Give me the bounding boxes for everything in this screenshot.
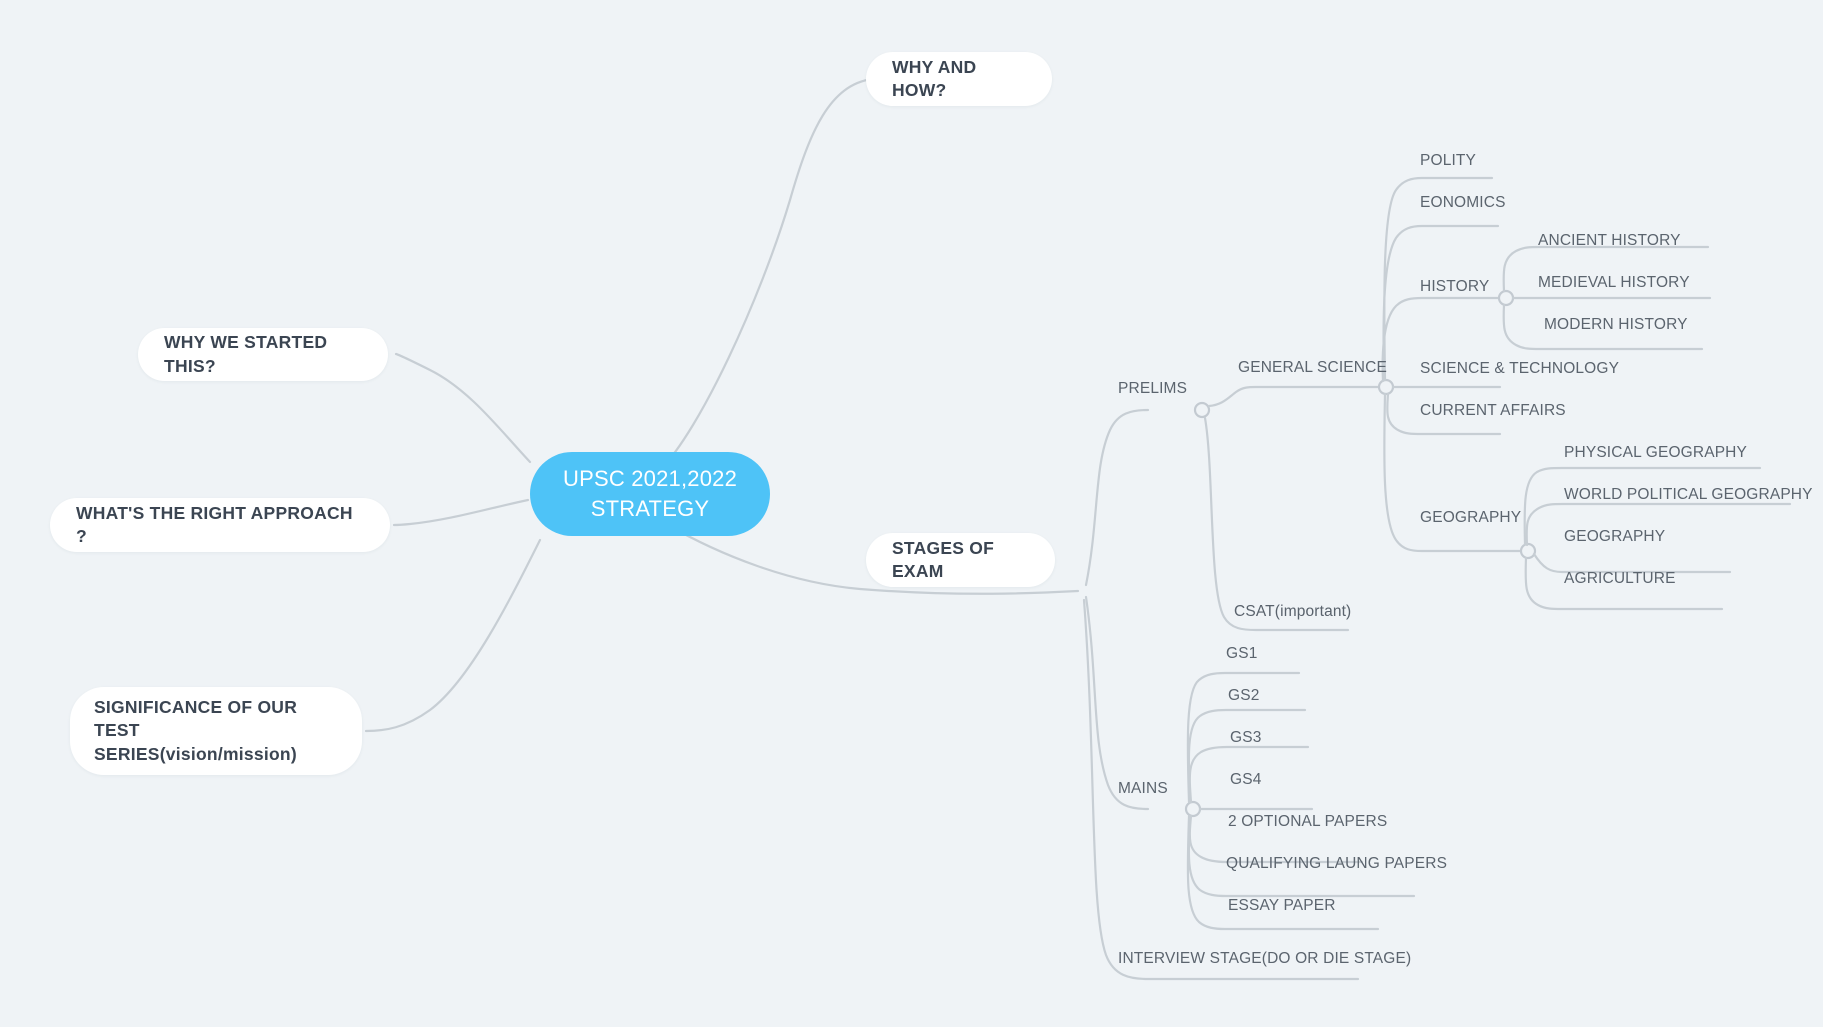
leaf-polity[interactable]: POLITY bbox=[1420, 152, 1477, 169]
wire-root-why-we-started bbox=[394, 352, 532, 464]
pill-why-we-started-this[interactable]: WHY WE STARTED THIS? bbox=[138, 328, 388, 381]
leaf-interview-stage[interactable]: INTERVIEW STAGE(DO OR DIE STAGE) bbox=[1118, 950, 1412, 967]
wire-root-why-and-how bbox=[658, 77, 874, 472]
leaf-eonomics[interactable]: EONOMICS bbox=[1420, 194, 1506, 211]
wire-stages-to-mains bbox=[1084, 595, 1150, 811]
leaf-modern-history[interactable]: MODERN HISTORY bbox=[1544, 316, 1688, 333]
wire-stages-trunk bbox=[1084, 408, 1150, 587]
joint-mains bbox=[1184, 800, 1202, 818]
leaf-gs3[interactable]: GS3 bbox=[1230, 729, 1262, 746]
pill-right-approach-label: WHAT'S THE RIGHT APPROACH ? bbox=[76, 502, 353, 546]
leaf-medieval-history[interactable]: MEDIEVAL HISTORY bbox=[1538, 274, 1690, 291]
leaf-ancient-history[interactable]: ANCIENT HISTORY bbox=[1538, 232, 1681, 249]
root-node[interactable]: UPSC 2021,2022 STRATEGY bbox=[530, 452, 770, 536]
joint-history bbox=[1497, 289, 1515, 307]
leaf-gs1[interactable]: GS1 bbox=[1226, 645, 1258, 662]
pill-why-we-started-this-label: WHY WE STARTED THIS? bbox=[164, 332, 328, 376]
branch-label-general-science[interactable]: GENERAL SCIENCE bbox=[1238, 359, 1387, 376]
leaf-current-affairs[interactable]: CURRENT AFFAIRS bbox=[1420, 402, 1566, 419]
leaf-csat[interactable]: CSAT(important) bbox=[1234, 603, 1352, 620]
pill-significance-test-series-label: SIGNIFICANCE OF OUR TEST SERIES(vision/m… bbox=[94, 697, 298, 764]
wire-prelims-general-science bbox=[1207, 385, 1386, 408]
pill-stages-of-exam[interactable]: STAGES OF EXAM bbox=[866, 533, 1055, 587]
pill-why-and-how-label: WHY AND HOW? bbox=[892, 56, 977, 100]
leaf-essay-paper[interactable]: ESSAY PAPER bbox=[1228, 897, 1336, 914]
leaf-qualifying-laung-papers[interactable]: QUALIFYING LAUNG PAPERS bbox=[1226, 855, 1448, 872]
leaf-gs2[interactable]: GS2 bbox=[1228, 687, 1260, 704]
branch-label-mains[interactable]: MAINS bbox=[1118, 780, 1168, 797]
leaf-science-technology[interactable]: SCIENCE & TECHNOLOGY bbox=[1420, 360, 1620, 377]
root-node-label: UPSC 2021,2022 STRATEGY bbox=[562, 465, 738, 521]
leaf-geography-sub[interactable]: GEOGRAPHY bbox=[1564, 528, 1666, 545]
leaf-gs4[interactable]: GS4 bbox=[1230, 771, 1262, 788]
pill-significance-test-series[interactable]: SIGNIFICANCE OF OUR TEST SERIES(vision/m… bbox=[70, 687, 362, 775]
wire-root-significance bbox=[364, 538, 542, 733]
branch-label-history[interactable]: HISTORY bbox=[1420, 278, 1490, 295]
wire-gs-eonomics bbox=[1382, 224, 1500, 382]
wire-root-right-approach bbox=[392, 498, 530, 527]
joint-general-science bbox=[1377, 378, 1395, 396]
pill-why-and-how[interactable]: WHY AND HOW? bbox=[866, 52, 1052, 106]
joint-geography bbox=[1519, 542, 1537, 560]
pill-right-approach[interactable]: WHAT'S THE RIGHT APPROACH ? bbox=[50, 498, 390, 552]
leaf-2-optional-papers[interactable]: 2 OPTIONAL PAPERS bbox=[1228, 813, 1388, 830]
joint-prelims bbox=[1193, 401, 1211, 419]
leaf-world-political-geography[interactable]: WORLD POLITICAL GEOGRAPHY bbox=[1564, 486, 1813, 503]
wire-prelims-csat bbox=[1203, 416, 1350, 632]
branch-label-geography[interactable]: GEOGRAPHY bbox=[1420, 509, 1522, 526]
leaf-physical-geography[interactable]: PHYSICAL GEOGRAPHY bbox=[1564, 444, 1748, 461]
leaf-agriculture[interactable]: AGRICULTURE bbox=[1564, 570, 1676, 587]
branch-label-prelims[interactable]: PRELIMS bbox=[1118, 380, 1188, 397]
pill-stages-of-exam-label: STAGES OF EXAM bbox=[892, 537, 995, 581]
